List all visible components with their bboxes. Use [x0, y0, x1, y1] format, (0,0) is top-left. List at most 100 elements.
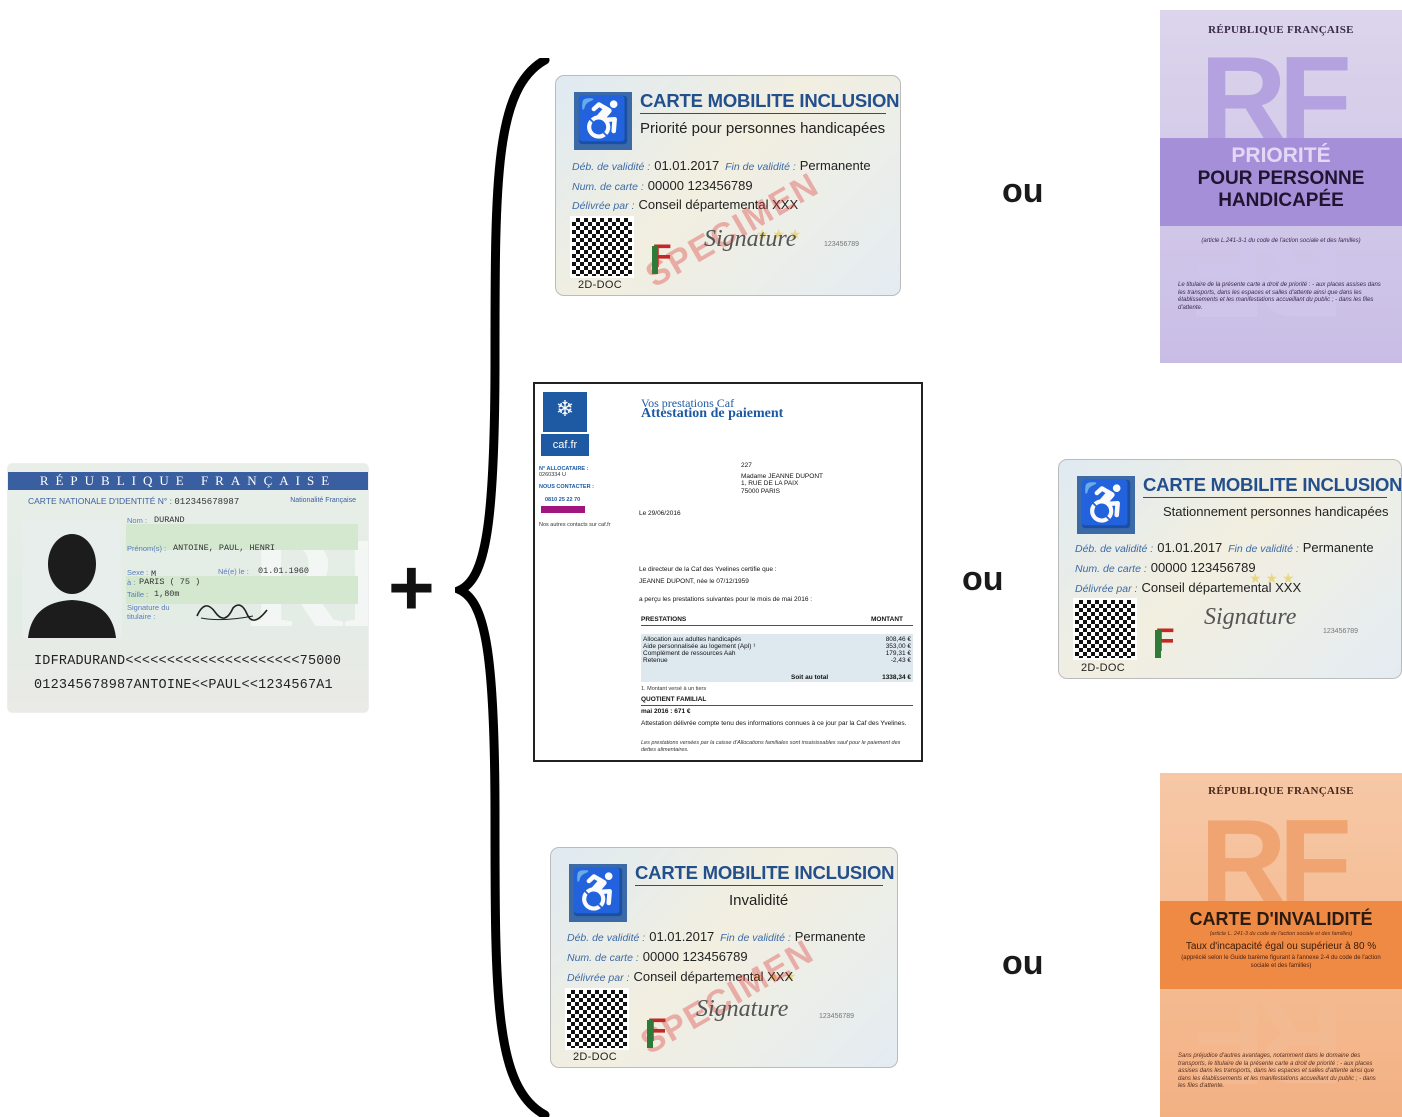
row-amount: -2,43 € — [890, 657, 911, 664]
caf-intro: Le directeur de la Caf des Yvelines cert… — [639, 566, 777, 573]
caf-header-title: Attestation de paiement — [641, 406, 784, 421]
caf-note: 1. Montant versé à un tiers — [641, 686, 707, 692]
cmi-delivree-row: Délivrée par :Conseil départemental XXX — [567, 969, 793, 984]
num-label: Num. de carte : — [572, 181, 644, 193]
nom-value: DURAND — [154, 515, 185, 525]
delivree-value: Conseil départemental XXX — [638, 197, 799, 212]
carte-priorite-legacy: RF RF RÉPUBLIQUE FRANÇAISE PRIORITÉ POUR… — [1160, 10, 1402, 363]
identity-card: RF RÉPUBLIQUE FRANÇAISE CARTE NATIONALE … — [8, 464, 368, 712]
addr-city: 75000 PARIS — [741, 487, 780, 495]
contact-banner — [541, 506, 585, 513]
caf-date: Le 29/06/2016 — [639, 510, 681, 517]
priorite-body: Le titulaire de la présente carte a droi… — [1178, 282, 1381, 311]
allocataire-value: 0260334 U — [539, 472, 566, 478]
row-label: Aide personnalisée au logement (Apl) ¹ — [643, 643, 756, 650]
qr-code-icon — [565, 988, 629, 1050]
prenoms-label: Prénom(s) : — [127, 544, 167, 553]
fin-value: Permanente — [1302, 540, 1374, 555]
addr-num: 227 — [741, 462, 752, 469]
cmi-subtitle: Priorité pour personnes handicapées — [640, 120, 886, 137]
wheelchair-icon: ♿ — [574, 92, 632, 150]
invalidite-article: (article L. 241-3 du code de l'action so… — [1209, 931, 1353, 937]
republique-label: RÉPUBLIQUE FRANÇAISE — [1208, 24, 1354, 36]
birthplace-value: PARIS ( 75 ) — [139, 577, 201, 587]
cmi-stationnement-card: ★ ★ ★ ♿ CARTE MOBILITE INCLUSION Station… — [1058, 459, 1402, 679]
invalidite-title: CARTE D'INVALIDITÉ — [1189, 909, 1373, 929]
eu-stars: ★ ★ ★ — [1249, 570, 1295, 586]
table-row: Complément de ressources Aah 179,31 € — [643, 650, 911, 657]
num-label: Num. de carte : — [567, 952, 639, 964]
ou-label-1: ou — [1002, 172, 1044, 210]
address-block: 227 Madame JEANNE DUPONT 1, RUE DE LA PA… — [741, 462, 823, 495]
purple-band — [1160, 138, 1402, 226]
fin-label: Fin de validité : — [1228, 543, 1299, 555]
id-card-header: RÉPUBLIQUE FRANÇAISE — [8, 472, 368, 490]
cmi-title: CARTE MOBILITE INCLUSION — [1143, 474, 1402, 495]
num-value: 00000 123456789 — [1150, 560, 1256, 575]
prenoms-value: ANTOINE, PAUL, HENRI — [173, 543, 276, 553]
id-stripe-mid — [126, 576, 358, 604]
table-row: Retenue-2,43 € — [643, 657, 911, 664]
quotient-label: QUOTIENT FAMILIAL — [641, 696, 707, 703]
addr-street: 1, RUE DE LA PAIX — [741, 480, 799, 487]
priorite-line3: HANDICAPÉE — [1218, 190, 1344, 211]
signature-text: Signature — [696, 996, 789, 1022]
nom-label: Nom : — [127, 516, 148, 525]
invalidite-body: Sans préjudice d'autres avantages, notam… — [1178, 1053, 1376, 1089]
wheelchair-icon: ♿ — [569, 864, 627, 922]
delivree-label: Délivrée par : — [1075, 583, 1138, 595]
row-amount: 179,31 € — [885, 650, 911, 657]
allocataire-label: N° ALLOCATAIRE : — [539, 466, 589, 472]
cmi-title-underline — [1143, 497, 1387, 498]
col-montant: MONTANT — [871, 616, 904, 623]
total-value: 1338,34 € — [882, 674, 911, 681]
caf-header-small: Vos prestations Caf — [641, 396, 735, 410]
cmi-num-row: Num. de carte :00000 123456789 — [1075, 560, 1256, 575]
sexe-label: Sexe : — [127, 568, 149, 577]
flag-letter: F — [1155, 622, 1175, 658]
deb-label: Déb. de validité : — [572, 161, 651, 173]
deb-label: Déb. de validité : — [1075, 543, 1154, 555]
delivree-value: Conseil départemental XXX — [633, 969, 794, 984]
taille-value: 1,80m — [154, 589, 180, 599]
deb-value: 01.01.2017 — [649, 929, 715, 944]
caf-fr-logo: caf.fr — [541, 434, 589, 456]
ou-label-2: ou — [962, 560, 1004, 598]
id-nationality: Nationalité Française — [290, 497, 356, 504]
row-amount: 808,46 € — [885, 636, 911, 643]
qr-label: 2D-DOC — [573, 1051, 617, 1063]
signature-text: Signature — [1204, 604, 1297, 630]
row-label: Complément de ressources Aah — [643, 650, 736, 657]
republique-label: RÉPUBLIQUE FRANÇAISE — [1208, 785, 1354, 797]
taille-label: Taille : — [127, 590, 149, 599]
caf-person: JEANNE DUPONT, née le 07/12/1959 — [639, 578, 749, 585]
carte-invalidite-legacy: RF RF RÉPUBLIQUE FRANÇAISE CARTE D'INVAL… — [1160, 773, 1402, 1117]
contact-phone: 0810 25 22 70 — [545, 497, 581, 503]
priorite-article: (article L.241-3-1 du code de l'action s… — [1201, 238, 1361, 244]
qr-label: 2D-DOC — [578, 279, 622, 291]
total-label: Soit au total — [791, 674, 829, 681]
priorite-line2: POUR PERSONNE — [1197, 168, 1365, 189]
caf-footer-2: Les prestations versées par la caisse d'… — [641, 740, 901, 753]
handwritten-signature — [196, 604, 268, 621]
eu-stars: ★ ★ ★ — [756, 226, 802, 242]
deb-value: 01.01.2017 — [1157, 540, 1223, 555]
birthdate-value: 01.01.1960 — [258, 566, 310, 576]
mrz-line-2: 012345678987ANTOINE<<PAUL<<1234567A1 — [34, 678, 333, 693]
ou-label-3: ou — [1002, 944, 1044, 982]
row-amount: 353,00 € — [885, 643, 911, 650]
flag-letter: F — [652, 238, 672, 274]
birthplace-label: à : — [127, 578, 136, 587]
invalidite-taux: Taux d'incapacité égal ou supérieur à 80… — [1185, 941, 1377, 952]
qr-code-icon — [1073, 598, 1137, 660]
flag-letter: F — [647, 1012, 667, 1048]
deb-value: 01.01.2017 — [654, 158, 720, 173]
orange-band — [1160, 901, 1402, 989]
prestations-table — [641, 634, 913, 682]
cmi-priorite-card: ★ ★ ★ ♿ CARTE MOBILITE INCLUSION Priorit… — [555, 75, 901, 296]
cmi-num-row: Num. de carte :00000 123456789 — [572, 178, 753, 193]
small-number: 123456789 — [819, 1013, 855, 1020]
row-label: Allocation aux adultes handicapés — [643, 636, 742, 643]
cmi-delivree-row: Délivrée par :Conseil départemental XXX — [1075, 580, 1301, 595]
cmi-subtitle: Invalidité — [729, 892, 789, 909]
